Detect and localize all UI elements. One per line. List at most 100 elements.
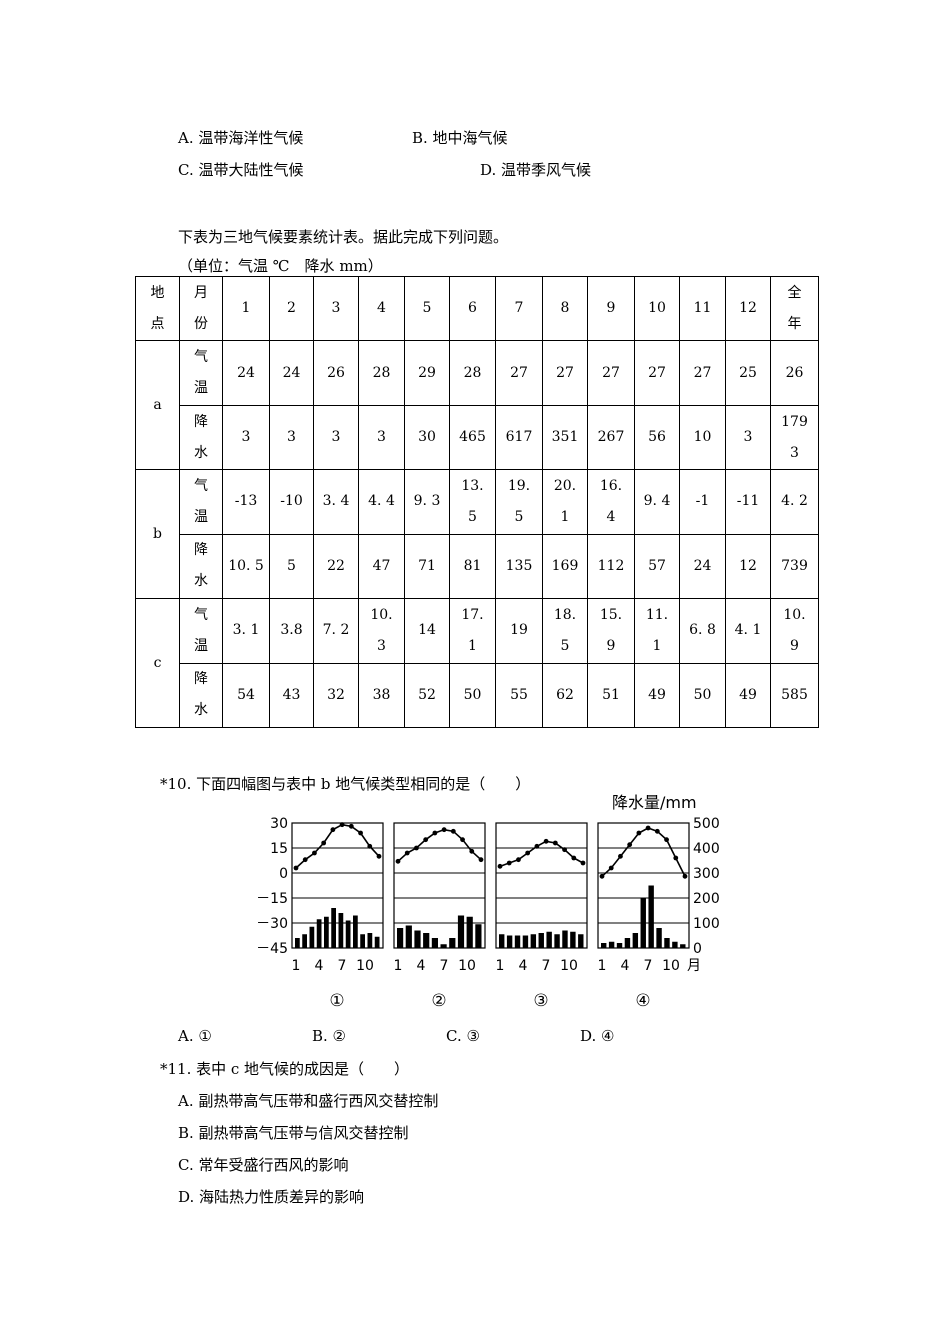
- precip-bar: [466, 916, 473, 948]
- precip-bar: [324, 916, 329, 948]
- temperature-point: [552, 840, 558, 846]
- precip-bar: [397, 928, 404, 948]
- precip-bar: [331, 908, 336, 948]
- table-cell: 38: [358, 662, 405, 729]
- table-cell: 30: [404, 404, 450, 471]
- temperature-point: [599, 873, 605, 879]
- q11-option-b: B. 副热带高气压带与信风交替控制: [178, 1124, 409, 1142]
- precip-bar: [570, 931, 576, 948]
- table-cell: 29: [404, 340, 450, 406]
- q9-option-d: D. 温带季风气候: [480, 161, 592, 179]
- table-cell: 3: [358, 404, 405, 471]
- table-cell: -11: [725, 469, 771, 535]
- table-cell: 26: [770, 340, 819, 406]
- table-cell: 71: [404, 533, 450, 600]
- q10-option-c: C. ③: [446, 1027, 480, 1045]
- table-cell: 52: [404, 662, 450, 729]
- precip-label: 降水: [179, 662, 223, 729]
- precip-bar: [680, 944, 686, 948]
- precip-bar: [499, 934, 505, 948]
- precip-label: 降水: [179, 404, 223, 471]
- precip-bar: [367, 933, 373, 948]
- panel-label: ②: [431, 991, 446, 1011]
- header-month: 月份: [179, 275, 223, 342]
- table-cell: 351: [542, 404, 588, 471]
- q11-option-d: D. 海陆热力性质差异的影响: [178, 1188, 365, 1206]
- q10-option-d: D. ④: [580, 1027, 615, 1045]
- table-cell: 3. 1: [222, 598, 270, 664]
- table-cell: 13.5: [449, 469, 496, 535]
- header-row: 地点 月份 1 2 3 4 5 6 7 8 9 10 11 12 全年: [135, 275, 819, 342]
- precip-bar: [405, 925, 412, 948]
- x-tick-label: 1: [496, 958, 505, 974]
- table-cell: 56: [634, 404, 680, 471]
- precip-bar: [616, 943, 623, 948]
- x-tick-label: 7: [338, 958, 347, 974]
- precip-bar: [608, 941, 615, 948]
- table-cell: 28: [358, 340, 405, 406]
- temperature-point: [441, 827, 447, 833]
- precip-bar: [414, 930, 421, 948]
- table-cell: 49: [725, 662, 771, 729]
- table-cell: 585: [770, 662, 819, 729]
- temperature-point: [673, 855, 679, 861]
- temperature-point: [414, 845, 419, 851]
- table-cell: 27: [634, 340, 680, 406]
- q9-option-c: C. 温带大陆性气候: [178, 161, 304, 179]
- temperature-point: [339, 822, 345, 828]
- table-cell: 4. 1: [725, 598, 771, 664]
- table-cell: 27: [587, 340, 635, 406]
- table-cell: 6. 8: [679, 598, 726, 664]
- precip-bar: [345, 920, 351, 948]
- temperature-point: [664, 837, 669, 843]
- precip-bar: [431, 938, 438, 948]
- table-cell: 5: [269, 533, 314, 600]
- month-header: 6: [449, 275, 496, 342]
- right-tick-label: 300: [693, 866, 720, 882]
- table-cell: 14: [404, 598, 450, 664]
- precip-bar: [374, 936, 380, 948]
- table-cell: 57: [634, 533, 680, 600]
- temperature-point: [562, 847, 567, 853]
- table-cell: 49: [634, 662, 680, 729]
- precip-bar: [578, 934, 584, 948]
- q10-option-b: B. ②: [312, 1027, 347, 1045]
- table-cell: 47: [358, 533, 405, 600]
- table-cell: 7. 2: [313, 598, 359, 664]
- x-tick-label: 10: [356, 958, 374, 974]
- temperature-point: [376, 853, 382, 859]
- table-cell: 9. 4: [634, 469, 680, 535]
- temperature-point: [302, 857, 308, 863]
- x-tick-label: 4: [417, 958, 426, 974]
- chart-frame: [291, 822, 384, 949]
- table-cell: 3: [222, 404, 270, 471]
- table-cell: 3: [269, 404, 314, 471]
- q9-option-a: A. 温带海洋性气候: [178, 129, 304, 147]
- temperature-point: [506, 860, 512, 866]
- table-cell: 32: [313, 662, 359, 729]
- header-year: 全年: [770, 275, 819, 342]
- table-cell: 27: [679, 340, 726, 406]
- q11-stem: *11. 表中 c 地气候的成因是（ ）: [160, 1060, 410, 1078]
- temperature-point: [627, 842, 633, 848]
- temperature-point: [330, 827, 336, 833]
- precip-bar: [457, 915, 465, 948]
- table-cell: 19.5: [495, 469, 543, 535]
- right-tick-label: 200: [693, 891, 720, 907]
- temperature-point: [580, 860, 586, 866]
- table-cell: 4. 2: [770, 469, 819, 535]
- table-cell: 26: [313, 340, 359, 406]
- precip-bar: [302, 934, 307, 948]
- left-tick-label: －15: [256, 891, 288, 907]
- temperature-point: [525, 850, 531, 856]
- precip-bar: [506, 935, 513, 948]
- x-tick-label: 1: [598, 958, 607, 974]
- precip-bar: [632, 933, 639, 948]
- table-cell: 3.8: [269, 598, 314, 664]
- temp-label: 气温: [179, 340, 223, 406]
- table-cell: 15.9: [587, 598, 635, 664]
